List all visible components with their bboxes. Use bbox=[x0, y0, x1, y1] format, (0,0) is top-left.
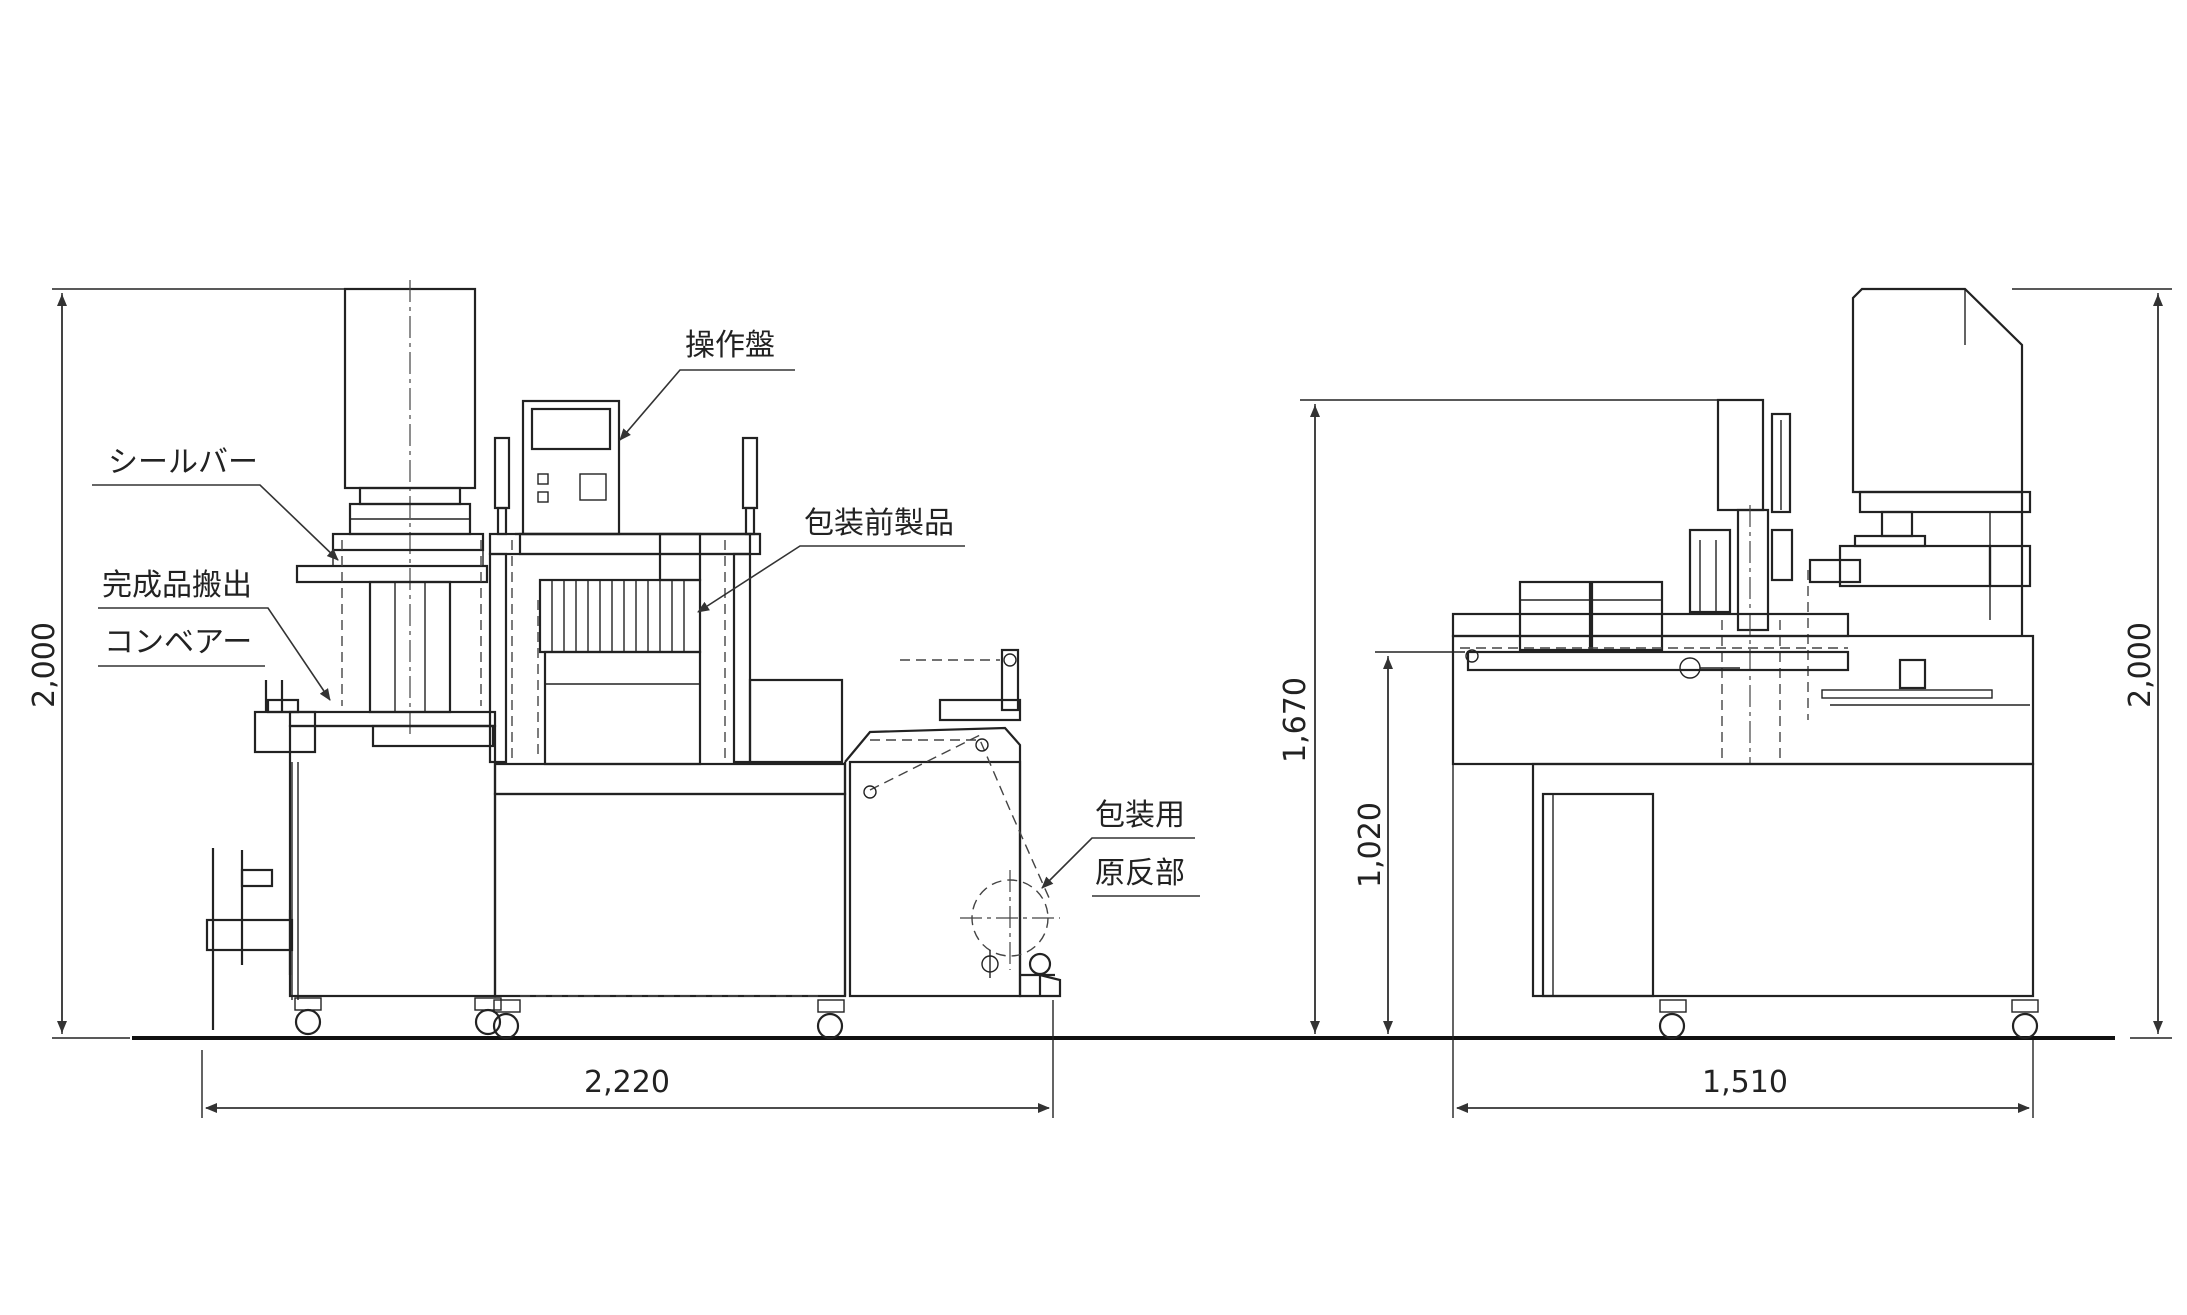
dim-front-height: 2,000 bbox=[27, 622, 62, 708]
label-finished-conveyor-line1: 完成品搬出 bbox=[102, 568, 252, 603]
label-pre-wrap-product: 包装前製品 bbox=[804, 506, 954, 541]
label-seal-bar: シールバー bbox=[108, 445, 258, 480]
dim-side-height-table: 1,020 bbox=[1353, 802, 1388, 888]
front-view bbox=[205, 280, 1062, 1040]
label-film-roll-line1: 包装用 bbox=[1095, 798, 1185, 833]
label-finished-conveyor-line2: コンベアー bbox=[104, 625, 252, 660]
dim-side-width: 1,510 bbox=[1702, 1065, 1788, 1100]
dim-front-width: 2,220 bbox=[584, 1065, 670, 1100]
side-view bbox=[1451, 287, 2039, 1040]
dim-side-height-upper: 1,670 bbox=[1278, 677, 1313, 763]
label-film-roll-line2: 原反部 bbox=[1095, 856, 1185, 891]
dim-side-height-total: 2,000 bbox=[2123, 622, 2158, 708]
label-operation-panel: 操作盤 bbox=[685, 328, 775, 363]
